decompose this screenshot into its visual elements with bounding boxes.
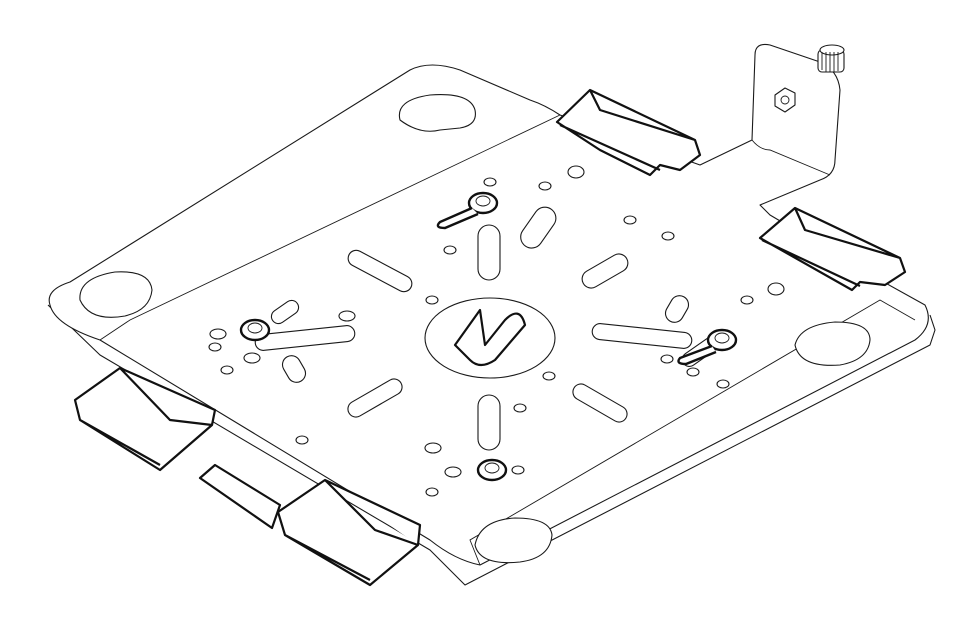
screw-icon: [239, 318, 271, 342]
clip-top: [555, 88, 702, 177]
drawing-line: [661, 231, 675, 241]
drawing-line: [443, 245, 457, 255]
clip-bottom-left: [73, 366, 217, 472]
drawing-line: [716, 379, 730, 389]
drawing-line: [591, 323, 693, 349]
drawing-line: [424, 442, 442, 454]
keyhole-slot: [794, 321, 871, 366]
drawing-line: [476, 458, 508, 482]
drawing-line: [425, 295, 439, 305]
drawing-line: [511, 465, 525, 475]
screws: [239, 191, 738, 482]
keyhole-slot: [398, 94, 476, 132]
drawing-line: [623, 215, 637, 225]
drawing-line: [567, 165, 585, 179]
screw-icon: [476, 458, 508, 482]
drawing-line: [483, 177, 497, 187]
drawing-line: [513, 403, 527, 413]
plate-ear-fold-left: [99, 114, 561, 341]
drawing-line: [520, 206, 557, 249]
plate-ear-fold-right: [469, 299, 916, 566]
drawing-line: [484, 462, 500, 474]
drawing-line: [436, 206, 479, 230]
keyhole-slot: [474, 517, 553, 564]
drawing-line: [270, 299, 300, 325]
drawing-line: [821, 52, 839, 72]
drawing-line: [475, 195, 491, 207]
drawing-line: [295, 435, 309, 445]
drawing-line: [347, 378, 403, 418]
small-holes: [208, 165, 785, 497]
drawing-line: [254, 325, 356, 351]
center-spring-clip: [453, 308, 527, 367]
drawing-line: [347, 249, 413, 293]
mounting-slots: [254, 206, 719, 451]
drawing-line: [209, 328, 227, 340]
clip-bottom-right: [276, 478, 422, 587]
drawing-line: [281, 355, 307, 383]
drawing-line: [444, 466, 462, 478]
clip-bottom-middle: [198, 463, 282, 530]
drawing-line: [780, 95, 790, 105]
drawing-line: [239, 318, 271, 342]
drawing-line: [664, 295, 690, 323]
drawing-line: [338, 310, 356, 322]
drawing-line: [538, 181, 552, 191]
thumb-knob-icon: [774, 44, 845, 113]
screw-icon: [677, 328, 738, 366]
drawing-line: [243, 352, 261, 364]
drawing-line: [740, 295, 754, 305]
clips: [73, 88, 907, 587]
drawing-line: [677, 344, 717, 366]
upright-bracket-fold: [751, 139, 831, 176]
drawing-line: [542, 371, 556, 381]
drawing-line: [686, 367, 700, 377]
drawing-line: [220, 365, 234, 375]
drawing-line: [714, 332, 730, 344]
drawing-line: [477, 224, 501, 281]
drawing-line: [467, 191, 499, 215]
drawing-line: [477, 394, 501, 451]
drawing-line: [425, 487, 439, 497]
drawing-line: [208, 342, 222, 352]
drawing-line: [572, 383, 628, 423]
keyhole-slots: [79, 94, 871, 564]
drawing-line: [706, 328, 738, 352]
drawing-line: [660, 354, 674, 364]
drawing-line: [774, 87, 796, 113]
drawing-line: [581, 253, 629, 289]
keyhole-slot: [79, 271, 153, 318]
clip-right: [758, 206, 907, 292]
screw-icon: [436, 191, 499, 230]
drawing-line: [247, 322, 263, 334]
drawing-line: [819, 44, 845, 56]
drawing-line: [767, 282, 785, 296]
